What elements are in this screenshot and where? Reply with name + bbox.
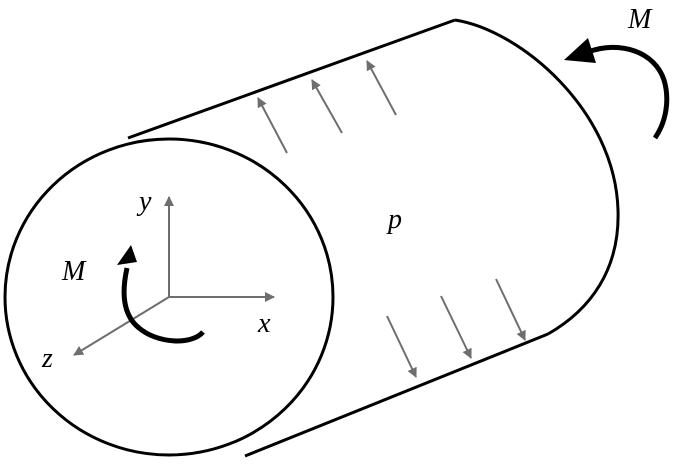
axis-y-label: y [136, 186, 152, 217]
pressure-arrow [495, 278, 526, 341]
pressure-arrows-bottom [386, 278, 526, 378]
cylinder-bottom-edge [244, 332, 549, 458]
pressure-arrow [366, 60, 397, 116]
pressure-arrow [386, 315, 417, 378]
moment-arrowhead [564, 38, 596, 63]
cylinder-body [3, 18, 620, 458]
moment-arrowhead [117, 245, 137, 265]
moment-label-top: M [627, 4, 653, 35]
pressure-arrow [311, 79, 343, 134]
cylinder-top-edge [127, 18, 456, 140]
cylinder-far-end-arc [454, 18, 620, 336]
axis-z-label: z [41, 343, 53, 374]
pressure-arrow [257, 97, 288, 154]
pressure-label: p [386, 204, 402, 235]
curved-arrow-icon [121, 267, 205, 344]
moment-arrow-far [564, 38, 670, 140]
pressure-arrows-top [257, 60, 397, 154]
moment-arrow-near [117, 245, 205, 344]
axis-x-label: x [257, 308, 271, 339]
pressure-arrow [440, 295, 472, 359]
axis-z-line [73, 296, 170, 356]
coordinate-axes [73, 196, 275, 356]
moment-label-left: M [61, 256, 87, 287]
curved-arrow-icon [587, 44, 670, 140]
